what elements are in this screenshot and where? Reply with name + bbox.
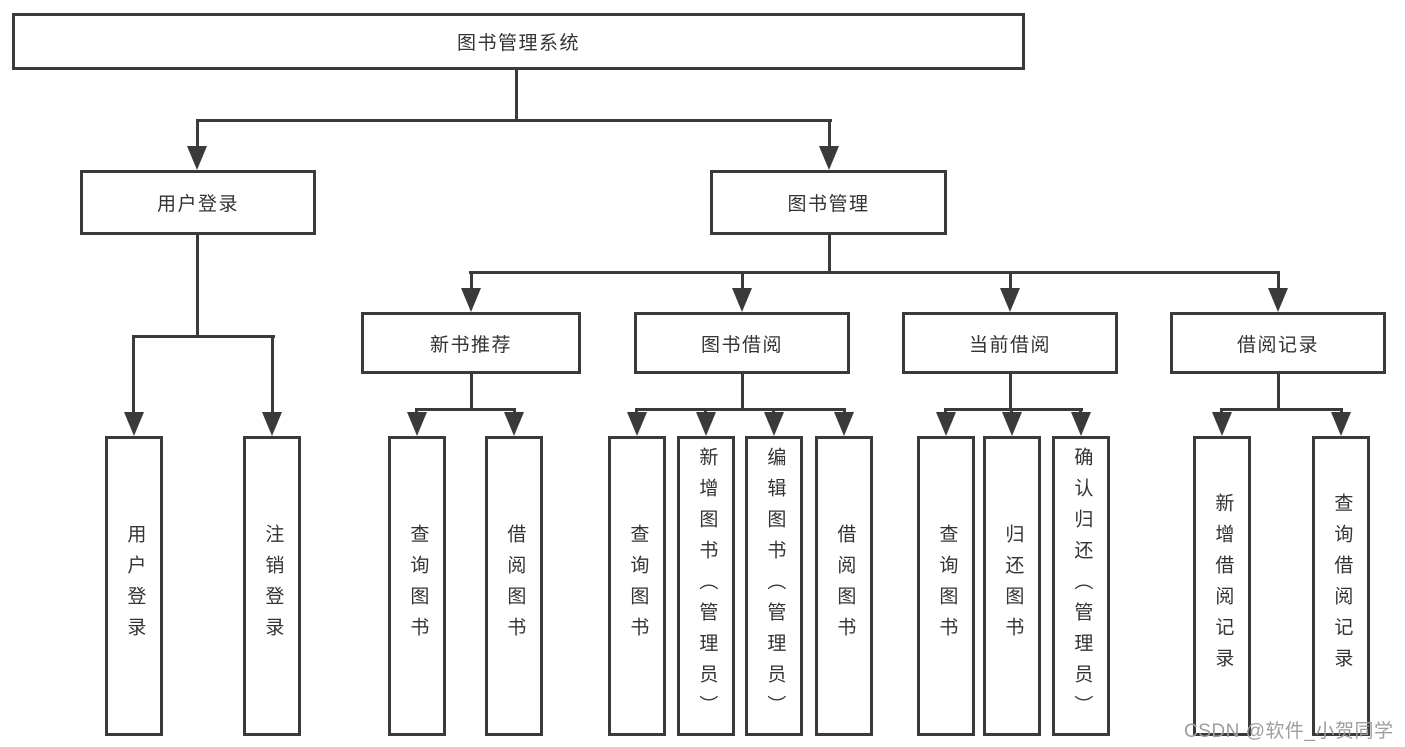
connector-line [944,408,1083,411]
leaf-borrow-edit-books-admin: 编辑图书（管理员） [745,436,803,736]
node-current-borrow-label: 当前借阅 [968,334,1051,356]
arrow-down-icon [461,288,481,312]
node-user-login-label: 用户登录 [156,194,239,215]
node-current-borrow: 当前借阅 [902,312,1118,374]
connector-line [741,271,744,293]
arrow-down-icon [1002,412,1022,436]
node-root: 图书管理系统 [12,13,1025,70]
leaf-records-query-record-label: 查询借阅记录 [1331,493,1353,679]
leaf-current-query-books: 查询图书 [917,436,975,736]
connector-line [469,271,1280,274]
leaf-borrow-query-books-label: 查询图书 [627,524,649,648]
leaf-borrow-borrow-books-label: 借阅图书 [834,524,856,648]
node-book-management-label: 图书管理 [787,194,870,215]
leaf-borrow-edit-books-admin-label: 编辑图书（管理员） [764,446,786,726]
leaf-current-confirm-return-admin-label: 确认归还（管理员） [1071,446,1093,726]
arrow-down-icon [124,412,144,436]
arrow-down-icon [1071,412,1091,436]
arrow-down-icon [627,412,647,436]
leaf-records-query-record: 查询借阅记录 [1312,436,1370,736]
arrow-down-icon [1212,412,1232,436]
arrow-down-icon [407,412,427,436]
node-book-borrow: 图书借阅 [634,312,850,374]
arrow-down-icon [504,412,524,436]
leaf-current-query-books-label: 查询图书 [936,524,958,648]
leaf-logout-login: 注销登录 [243,436,301,736]
arrow-down-icon [834,412,854,436]
leaf-newbooks-borrow-books-label: 借阅图书 [504,524,526,648]
connector-line [196,119,199,151]
leaf-newbooks-borrow-books: 借阅图书 [485,436,543,736]
connector-line [515,68,518,121]
arrow-down-icon [696,412,716,436]
leaf-borrow-add-books-admin: 新增图书（管理员） [677,436,735,736]
connector-line [1277,374,1280,410]
arrow-down-icon [764,412,784,436]
csdn-watermark: CSDN @软件_小贺同学 [1184,721,1394,742]
leaf-current-return-books-label: 归还图书 [1002,524,1024,648]
arrow-down-icon [1268,288,1288,312]
connector-line [196,235,199,337]
arrow-down-icon [819,146,839,170]
leaf-borrow-query-books: 查询图书 [608,436,666,736]
leaf-records-add-record: 新增借阅记录 [1193,436,1251,736]
leaf-newbooks-query-books: 查询图书 [388,436,446,736]
leaf-user-login: 用户登录 [105,436,163,736]
connector-line [741,374,744,410]
leaf-logout-login-label: 注销登录 [262,524,284,648]
connector-line [828,119,831,151]
node-new-book-recommend: 新书推荐 [361,312,581,374]
node-root-label: 图书管理系统 [456,33,580,54]
connector-line [132,335,275,338]
connector-line [196,119,832,122]
leaf-current-return-books: 归还图书 [983,436,1041,736]
node-new-book-recommend-label: 新书推荐 [429,334,512,356]
node-book-management: 图书管理 [710,170,947,235]
leaf-current-confirm-return-admin: 确认归还（管理员） [1052,436,1110,736]
connector-line [1277,271,1280,293]
arrow-down-icon [262,412,282,436]
leaf-newbooks-query-books-label: 查询图书 [407,524,429,648]
node-borrow-records: 借阅记录 [1170,312,1386,374]
arrow-down-icon [732,288,752,312]
connector-line [470,271,473,293]
node-user-login: 用户登录 [80,170,316,235]
connector-line [1009,374,1012,410]
arrow-down-icon [1000,288,1020,312]
arrow-down-icon [1331,412,1351,436]
connector-line [271,335,274,415]
connector-line [415,408,516,411]
leaf-user-login-label: 用户登录 [124,524,146,648]
connector-line [132,335,135,415]
node-borrow-records-label: 借阅记录 [1236,334,1319,356]
arrow-down-icon [936,412,956,436]
arrow-down-icon [187,146,207,170]
connector-line [828,235,831,273]
connector-line [635,408,846,411]
connector-line [1220,408,1343,411]
leaf-borrow-add-books-admin-label: 新增图书（管理员） [696,446,718,726]
connector-line [470,374,473,410]
leaf-records-add-record-label: 新增借阅记录 [1212,493,1234,679]
connector-line [1009,271,1012,293]
leaf-borrow-borrow-books: 借阅图书 [815,436,873,736]
node-book-borrow-label: 图书借阅 [700,334,783,356]
